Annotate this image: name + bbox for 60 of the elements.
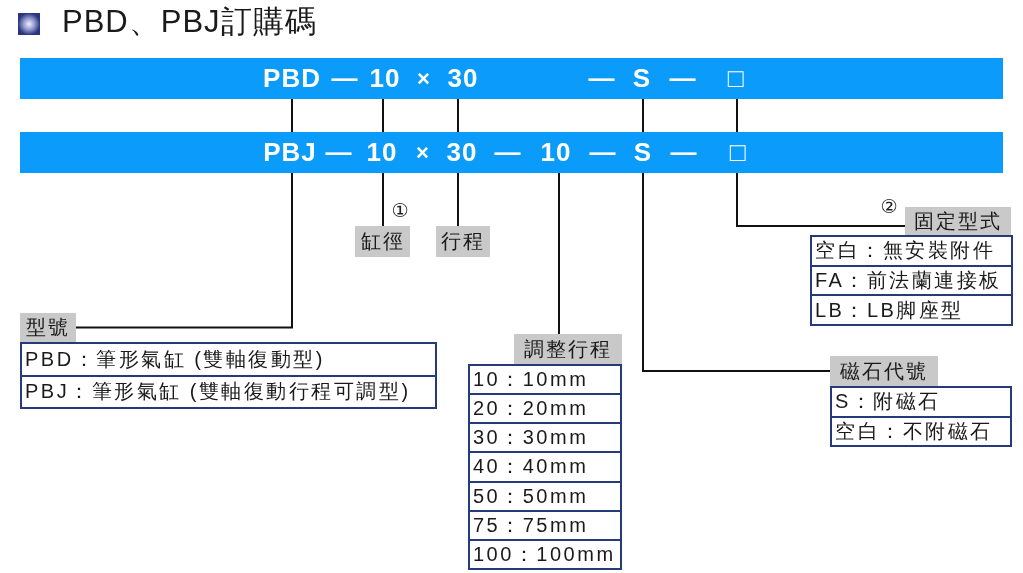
- field-heading: 型號: [20, 313, 76, 342]
- option-table: [20, 342, 437, 409]
- multiplication-sign: ×: [416, 138, 430, 167]
- code-label: 30: [447, 58, 479, 99]
- option-text: 20：20mm: [470, 393, 620, 423]
- field-heading: 缸徑: [355, 226, 410, 257]
- connector-line: [382, 172, 384, 227]
- connector-line: [457, 172, 459, 227]
- field-heading: 磁石代號: [830, 356, 938, 386]
- code-label: PBJ: [263, 132, 317, 173]
- field-heading: 行程: [436, 226, 490, 257]
- option-text: 75：75mm: [470, 509, 620, 539]
- code-label: 10: [366, 132, 398, 173]
- option-text: 空白：無安裝附件: [814, 238, 996, 264]
- code-band: [20, 58, 1003, 99]
- dash-separator: —: [588, 62, 616, 95]
- connector-line: [291, 98, 293, 133]
- code-label: S: [632, 58, 652, 99]
- field-heading: 固定型式: [905, 207, 1011, 235]
- option-table: [468, 364, 622, 570]
- code-label: □: [729, 132, 747, 173]
- connector-line: [736, 98, 738, 133]
- connector-line: [642, 98, 644, 133]
- option-text: 10：10mm: [472, 367, 590, 393]
- option-text: 空白：不附磁石: [832, 415, 1010, 445]
- connector-line: [558, 172, 560, 335]
- connector-line: [382, 98, 384, 133]
- dash-separator: —: [331, 62, 359, 95]
- option-text: FA：前法蘭連接板: [812, 264, 1011, 295]
- connector-line: [75, 172, 293, 329]
- option-text: 40：40mm: [470, 451, 620, 481]
- dash-separator: —: [589, 136, 617, 169]
- connector-line: [642, 172, 831, 372]
- code-label: PBD: [263, 58, 321, 99]
- multiplication-sign: ×: [417, 64, 431, 93]
- code-band: [20, 132, 1003, 173]
- option-text: PBJ：筆形氣缸 (雙軸復動行程可調型): [22, 374, 435, 407]
- page-title: PBD、PBJ訂購碼: [62, 3, 317, 41]
- code-label: 10: [540, 132, 572, 173]
- code-label: □: [727, 58, 745, 99]
- option-table: [810, 235, 1013, 326]
- option-text: PBD：筆形氣缸 (雙軸復動型): [24, 346, 326, 372]
- dash-separator: —: [325, 136, 353, 169]
- connector-line: [736, 172, 906, 227]
- code-label: 30: [446, 132, 478, 173]
- callout-number: ②: [879, 195, 899, 219]
- code-label: 10: [369, 58, 401, 99]
- option-text: S：附磁石: [834, 389, 942, 415]
- connector-line: [457, 98, 459, 133]
- option-table: [830, 386, 1012, 447]
- option-text: LB：LB脚座型: [812, 294, 1011, 324]
- code-label: S: [633, 132, 653, 173]
- dash-separator: —: [669, 62, 697, 95]
- option-text: 30：30mm: [470, 422, 620, 452]
- dash-separator: —: [494, 136, 522, 169]
- option-text: 100：100mm: [470, 538, 620, 568]
- callout-number: ①: [390, 199, 410, 223]
- option-text: 50：50mm: [470, 480, 620, 510]
- field-heading: 調整行程: [514, 334, 622, 364]
- dash-separator: —: [670, 136, 698, 169]
